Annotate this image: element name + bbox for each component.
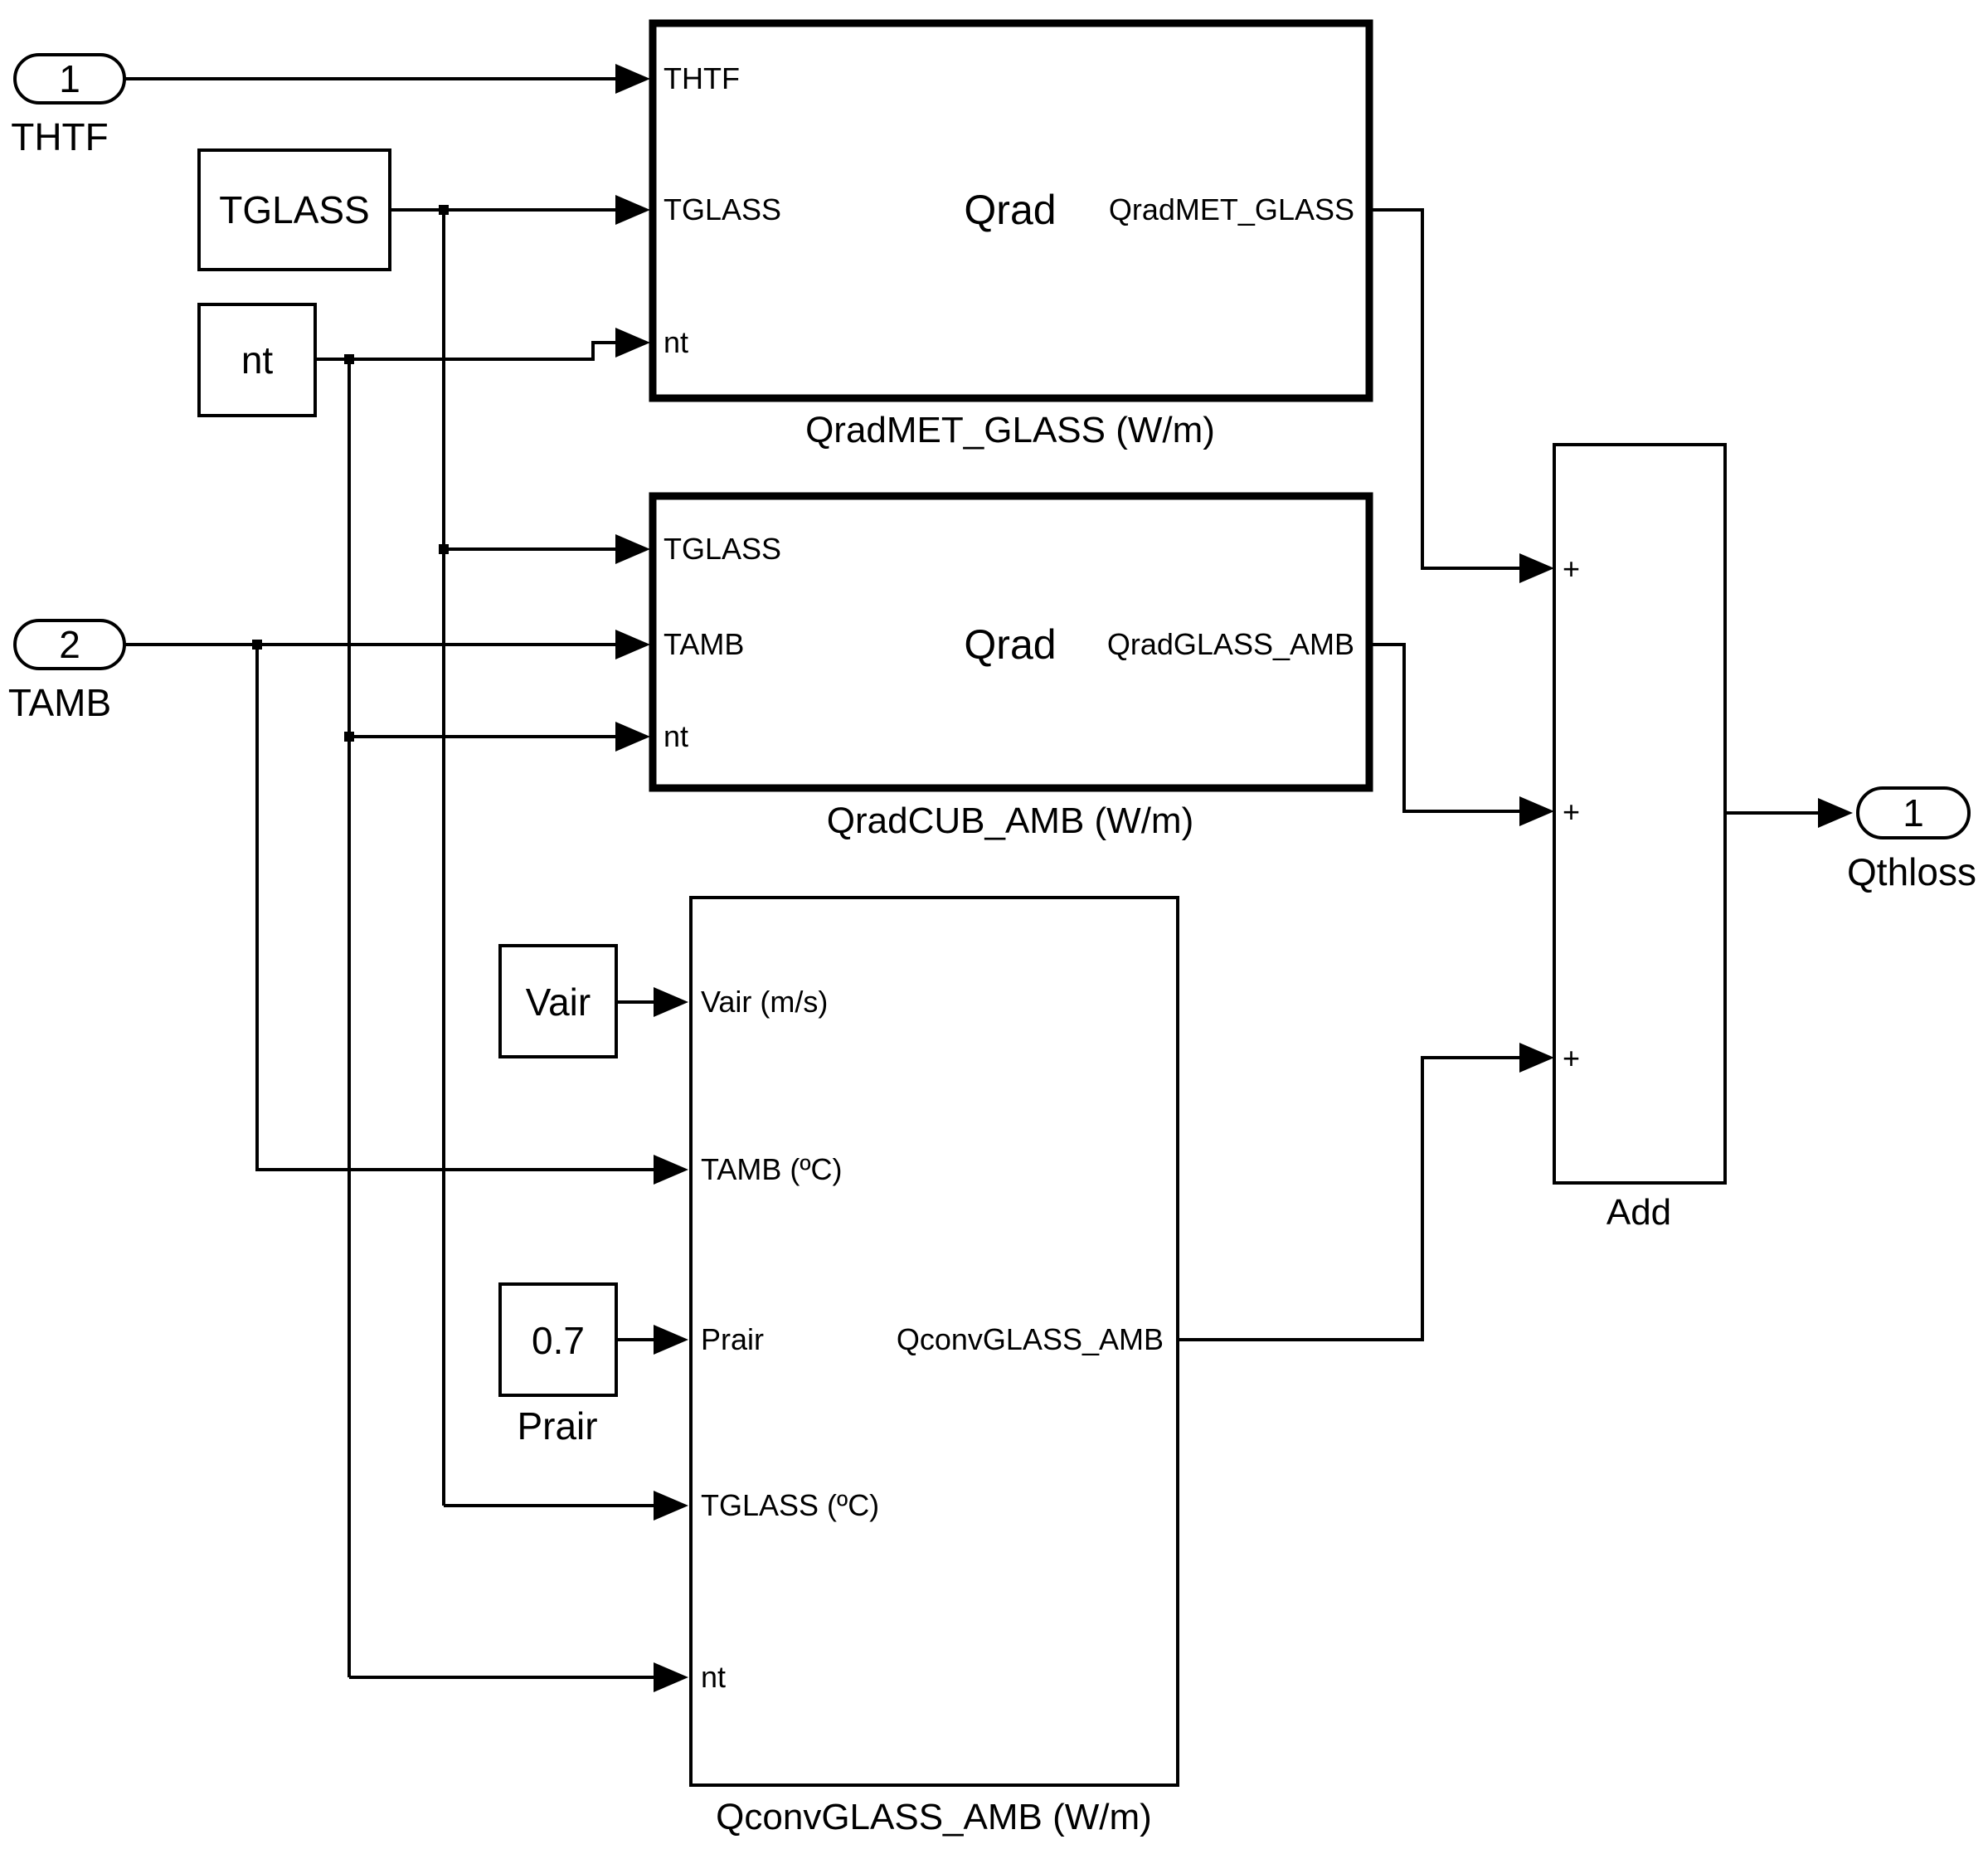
block-name: Add — [1606, 1192, 1671, 1233]
port-label-tamb: TAMB (ºC) — [701, 1152, 842, 1186]
arrowhead — [654, 1662, 688, 1692]
outport-number: 1 — [1903, 791, 1924, 835]
arrowhead — [654, 987, 688, 1017]
branch-points — [252, 205, 449, 742]
wire-qradcub-add — [1367, 643, 1526, 813]
branch-point — [439, 544, 449, 554]
source-label: nt — [241, 338, 274, 382]
source-prair[interactable]: 0.7 Prair — [498, 1282, 618, 1448]
port-label-output: QradMET_GLASS — [1109, 192, 1354, 226]
branch-point — [344, 732, 354, 742]
block-name: QradCUB_AMB (W/m) — [827, 800, 1193, 841]
inport-thtf[interactable]: 1 THTF — [11, 53, 126, 158]
arrowhead — [654, 1325, 688, 1355]
arrowheads — [615, 64, 1853, 1692]
arrowhead — [1818, 798, 1853, 828]
source-name: Prair — [517, 1404, 597, 1448]
source-label: Vair — [526, 981, 591, 1024]
arrowhead — [654, 1155, 688, 1185]
block-add[interactable]: + + + Add — [1553, 443, 1727, 1233]
inport-tamb[interactable]: 2 TAMB — [8, 619, 126, 724]
wire-nt-met — [315, 341, 622, 361]
port-label-prair: Prair — [701, 1322, 764, 1356]
source-tglass[interactable]: TGLASS — [197, 148, 391, 271]
source-nt[interactable]: nt — [197, 303, 317, 417]
port-label-output: QconvGLASS_AMB — [897, 1322, 1164, 1356]
arrowhead — [615, 534, 650, 564]
port-label-tglass: TGLASS — [663, 532, 781, 566]
arrowhead — [615, 64, 650, 94]
wire-qradmet-add — [1367, 208, 1526, 570]
arrowhead — [615, 328, 650, 358]
block-qradcub-amb[interactable]: TGLASS TAMB nt Qrad QradGLASS_AMB QradCU… — [649, 492, 1373, 841]
port-label-tglass: TGLASS — [663, 192, 781, 226]
inport-label: THTF — [11, 115, 109, 158]
port-label-nt: nt — [663, 325, 688, 359]
wire-tamb-conv — [255, 645, 659, 1171]
arrowhead — [615, 630, 650, 659]
block-qradmet-glass[interactable]: THTF TGLASS nt Qrad QradMET_GLASS QradME… — [649, 19, 1373, 450]
arrowhead — [615, 722, 650, 752]
block-center-label: Qrad — [964, 621, 1056, 668]
constant-value: 0.7 — [532, 1319, 585, 1362]
arrowhead — [1519, 796, 1554, 826]
port-label-nt: nt — [701, 1660, 726, 1694]
signal-lines — [124, 77, 1825, 1679]
sign-plus: + — [1563, 552, 1580, 586]
arrowhead — [654, 1491, 688, 1521]
arrowhead — [1519, 553, 1554, 583]
port-label-tamb: TAMB — [663, 627, 744, 661]
block-name: QconvGLASS_AMB (W/m) — [716, 1797, 1152, 1837]
source-label: TGLASS — [219, 188, 370, 231]
source-vair[interactable]: Vair — [498, 944, 618, 1058]
block-center-label: Qrad — [964, 187, 1056, 233]
port-label-thtf: THTF — [663, 61, 740, 95]
port-label-output: QradGLASS_AMB — [1107, 627, 1354, 661]
port-label-tglass: TGLASS (ºC) — [701, 1488, 879, 1522]
outport-label: Qthloss — [1847, 850, 1976, 893]
arrowhead — [1519, 1043, 1554, 1073]
sign-plus: + — [1563, 795, 1580, 829]
inport-number: 2 — [59, 623, 80, 666]
outport-qthloss[interactable]: 1 Qthloss — [1847, 786, 1976, 893]
branch-point — [344, 354, 354, 364]
inport-label: TAMB — [8, 681, 111, 724]
inport-number: 1 — [59, 57, 80, 100]
port-label-nt: nt — [663, 719, 688, 753]
port-label-vair: Vair (m/s) — [701, 985, 828, 1019]
block-qconv-glass-amb[interactable]: Vair (m/s) TAMB (ºC) Prair TGLASS (ºC) n… — [689, 896, 1179, 1837]
branch-point — [252, 640, 262, 650]
wire-qconv-add — [1178, 1056, 1526, 1341]
arrowhead — [615, 195, 650, 225]
branch-point — [439, 205, 449, 215]
sign-plus: + — [1563, 1041, 1580, 1075]
block-name: QradMET_GLASS (W/m) — [805, 410, 1215, 450]
